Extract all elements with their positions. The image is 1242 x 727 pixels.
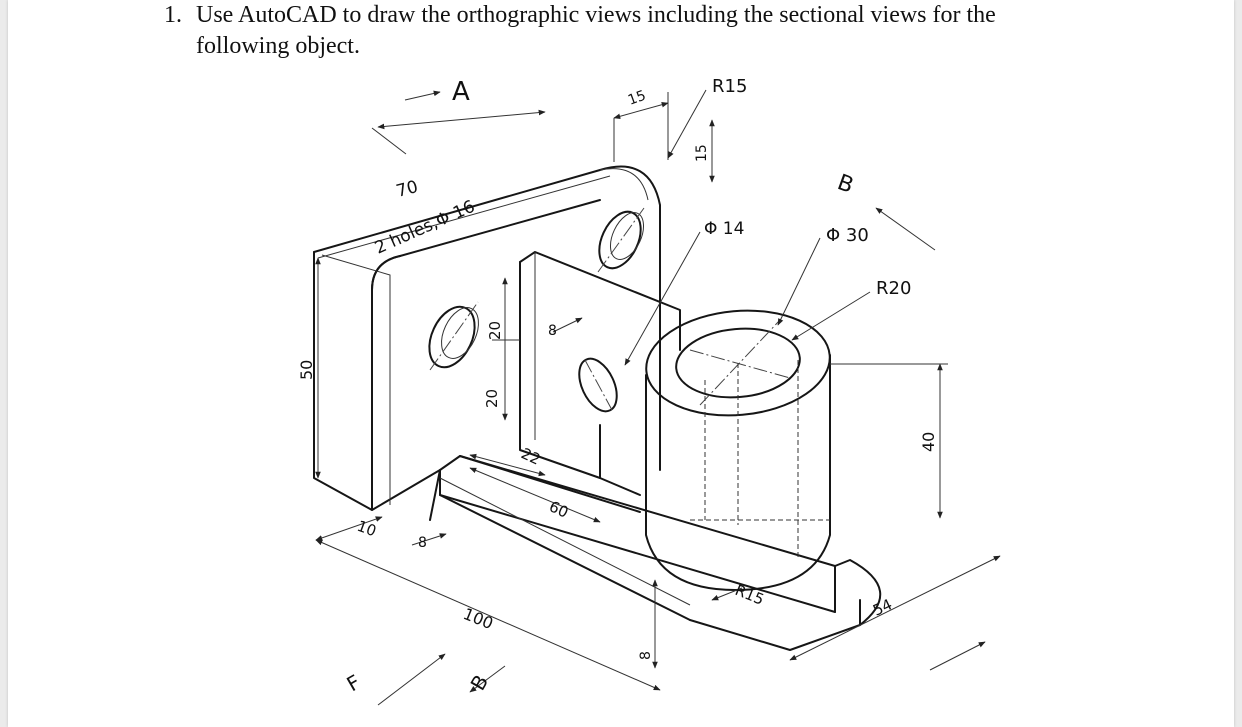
dim-height-top: 15	[694, 144, 710, 162]
cylinder-boss	[645, 309, 831, 591]
rib-plate	[519, 251, 681, 496]
view-marker-b: B	[834, 170, 857, 199]
dim-slot-width: 8	[548, 323, 557, 339]
dim-upright-thickness: 10	[355, 517, 379, 540]
upright-holes	[428, 207, 645, 371]
base-plate	[439, 455, 882, 651]
dimension-lines	[315, 89, 1001, 706]
dim-overall-height: 50	[297, 360, 316, 380]
dim-rib-h1: 20	[483, 389, 501, 408]
view-marker-b-bottom: B	[466, 671, 494, 695]
dim-base-length: 100	[461, 604, 496, 633]
question-number: 1.	[164, 2, 182, 28]
dim-rib-h2: 20	[486, 321, 504, 340]
dim-upright-length: 70	[394, 177, 420, 202]
dim-radius-top: R15	[712, 76, 747, 97]
dim-boss-outer: Φ 30	[826, 225, 869, 246]
dim-width-top: 15	[626, 88, 648, 109]
dim-base-thickness: 8	[638, 651, 654, 660]
dim-corner-radius: R15	[733, 581, 767, 609]
dim-base-width: 54	[870, 595, 895, 619]
dim-slot-length: 22	[518, 444, 543, 468]
dim-hole-diameter: Φ 14	[704, 219, 744, 239]
view-marker-f: F	[343, 670, 365, 697]
dim-boss-height: 40	[919, 432, 938, 452]
dim-base-radius-right: R20	[876, 278, 911, 299]
dim-base-thickness-left: 8	[418, 535, 427, 551]
view-marker-a: A	[452, 77, 470, 107]
left-upright	[313, 165, 661, 521]
question-text: Use AutoCAD to draw the orthographic vie…	[196, 2, 996, 59]
